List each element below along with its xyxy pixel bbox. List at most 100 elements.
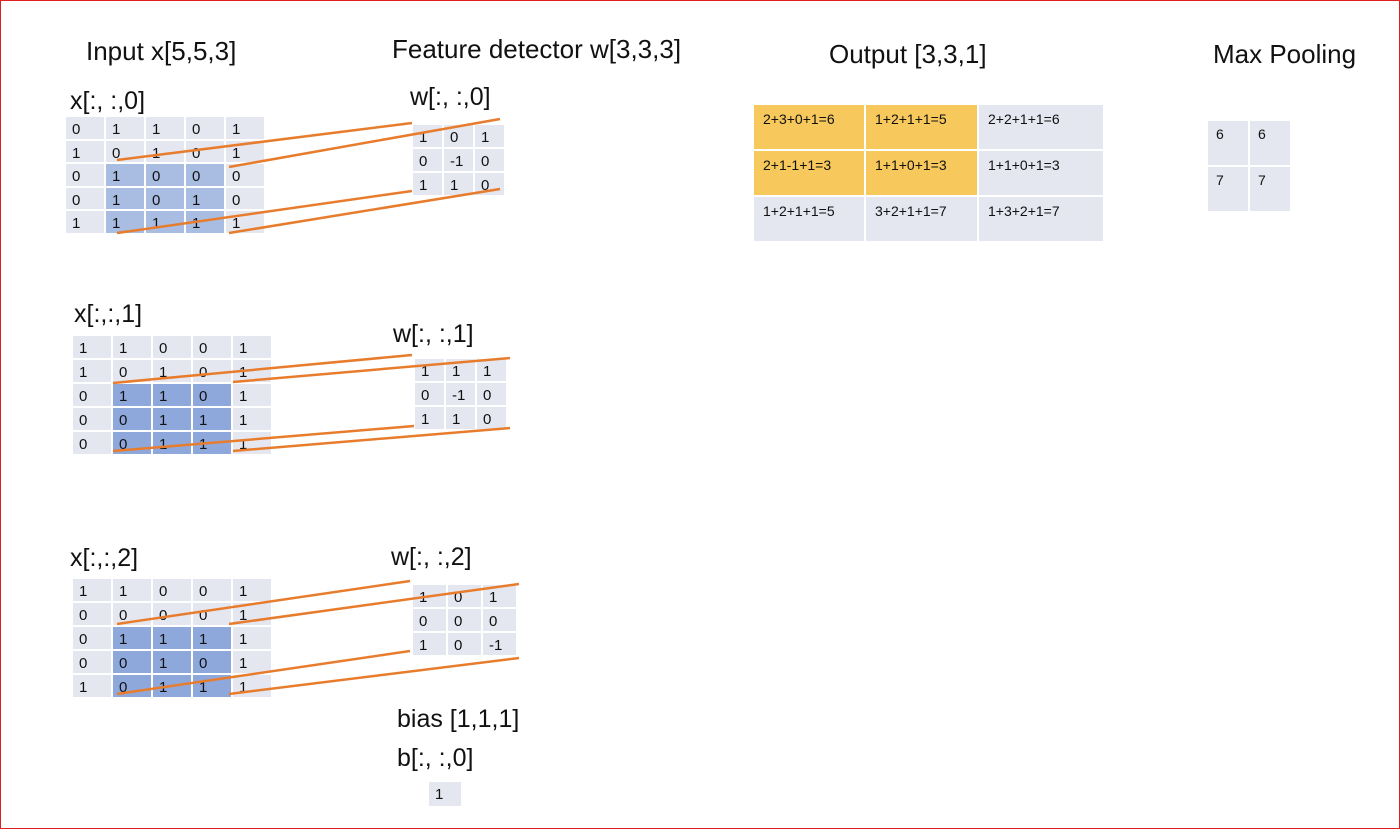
connector-line [232,426,511,453]
input-channel-0-cell: 0 [145,186,185,210]
input-channel-2-cell: 0 [192,650,232,674]
input-channel-2-cell: 0 [192,602,232,626]
input-channel-2-cell: 0 [72,602,112,626]
max-pooling-cell: 6 [1207,120,1249,166]
input-channel-2-cell: 1 [152,650,192,674]
output-cell: 3+2+1+1=7 [865,196,978,242]
input-channel-0-cell: 1 [185,186,225,210]
feature-detector-title: Feature detector w[3,3,3] [392,34,682,64]
input-channel-1-cell: 0 [72,383,112,407]
output-cell: 2+2+1+1=6 [978,104,1104,150]
output-cell: 1+2+1+1=5 [753,196,865,242]
input-channel-1-cell: 0 [192,335,232,359]
filter-channel-2-cell: -1 [482,632,517,656]
input-channel-0-cell: 1 [225,116,265,140]
input-channel-0-cell: 0 [65,186,105,210]
input-channel-2-cell: 0 [72,650,112,674]
filter-channel-0-cell: 1 [474,124,505,148]
filter-channel-0-cell: -1 [443,148,474,172]
input-channel-0-cell: 0 [65,163,105,187]
input-channel-0-cell: 1 [145,116,185,140]
input-channel-0-cell: 1 [105,186,145,210]
filter-channel-2-cell: 0 [412,608,447,632]
connector-line [228,582,520,626]
filter-channel-1-cell: 1 [414,406,445,430]
filter-channel-1-cell: 0 [476,406,507,430]
input-channel-2-cell: 1 [232,626,272,650]
connector-line [228,656,520,696]
input-channel-1-cell: 1 [152,383,192,407]
input-channel-2-cell: 1 [192,626,232,650]
output-cell: 2+1-1+1=3 [753,150,865,196]
input-channel-2-cell: 1 [72,578,112,602]
max-pooling-title: Max Pooling [1213,39,1357,69]
filter-channel-0-cell: 0 [474,148,505,172]
output-cell: 1+3+2+1=7 [978,196,1104,242]
filter-channel-1-cell: 0 [414,382,445,406]
connector-line [228,187,501,235]
input-channel-2-cell: 1 [152,626,192,650]
output-cell: 1+1+0+1=3 [865,150,978,196]
filter-channel-1-cell: 1 [445,406,476,430]
filter-channel-0-cell: 1 [412,124,443,148]
input-channel-2-cell: 1 [232,650,272,674]
filter-channel-2-cell: 0 [482,608,517,632]
input-channel-1-cell: 0 [112,407,152,431]
input-channel-1-cell: 1 [232,407,272,431]
input-title: Input x[5,5,3] [86,36,237,66]
output-cell: 1+2+1+1=5 [865,104,978,150]
input-channel-2-cell: 1 [72,674,112,698]
input-channel-0-cell: 1 [145,139,185,163]
input-channel-2-label: x[:,:,2] [70,544,139,572]
connector-line [112,424,415,453]
input-channel-1-cell: 1 [232,335,272,359]
filter-channel-2-cell: 1 [412,632,447,656]
filter-channel-1-cell: -1 [445,382,476,406]
input-channel-0-cell: 0 [225,186,265,210]
output-cell: 2+3+0+1=6 [753,104,865,150]
input-channel-0-cell: 0 [65,116,105,140]
filter-channel-2-cell: 0 [447,584,482,608]
input-channel-1-cell: 1 [72,359,112,383]
bias-label: b[:, :,0] [397,744,474,772]
input-channel-1-cell: 1 [232,383,272,407]
input-channel-2-cell: 0 [112,650,152,674]
filter-channel-1-cell: 1 [476,358,507,382]
input-channel-2-cell: 1 [112,626,152,650]
input-channel-1-cell: 1 [112,383,152,407]
input-channel-1-cell: 0 [152,335,192,359]
filter-channel-1-cell: 0 [476,382,507,406]
input-channel-1-cell: 0 [72,407,112,431]
input-channel-2-cell: 1 [112,578,152,602]
input-channel-0-cell: 1 [105,163,145,187]
filter-channel-2-cell: 0 [447,632,482,656]
max-pooling-cell: 7 [1207,166,1249,212]
bias-title: bias [1,1,1] [397,705,520,733]
input-channel-0-cell: 1 [185,210,225,234]
input-channel-0-cell: 0 [185,116,225,140]
input-channel-0-cell: 1 [65,210,105,234]
input-channel-1-cell: 0 [72,431,112,455]
filter-channel-1-cell: 1 [414,358,445,382]
input-channel-0-cell: 0 [185,163,225,187]
filter-channel-2-label: w[:, :,2] [391,543,472,571]
filter-channel-2-cell: 0 [447,608,482,632]
filter-channel-1-label: w[:, :,1] [393,320,474,348]
bias-cell: 1 [428,781,462,807]
input-channel-1-cell: 1 [112,335,152,359]
input-channel-1-label: x[:,:,1] [74,300,143,328]
input-channel-0-cell: 1 [65,139,105,163]
input-channel-2-cell: 1 [232,578,272,602]
connector-line [232,356,511,384]
filter-channel-0-cell: 0 [412,148,443,172]
filter-channel-0-label: w[:, :,0] [410,83,491,111]
max-pooling-cell: 7 [1249,166,1291,212]
input-channel-1-cell: 1 [72,335,112,359]
